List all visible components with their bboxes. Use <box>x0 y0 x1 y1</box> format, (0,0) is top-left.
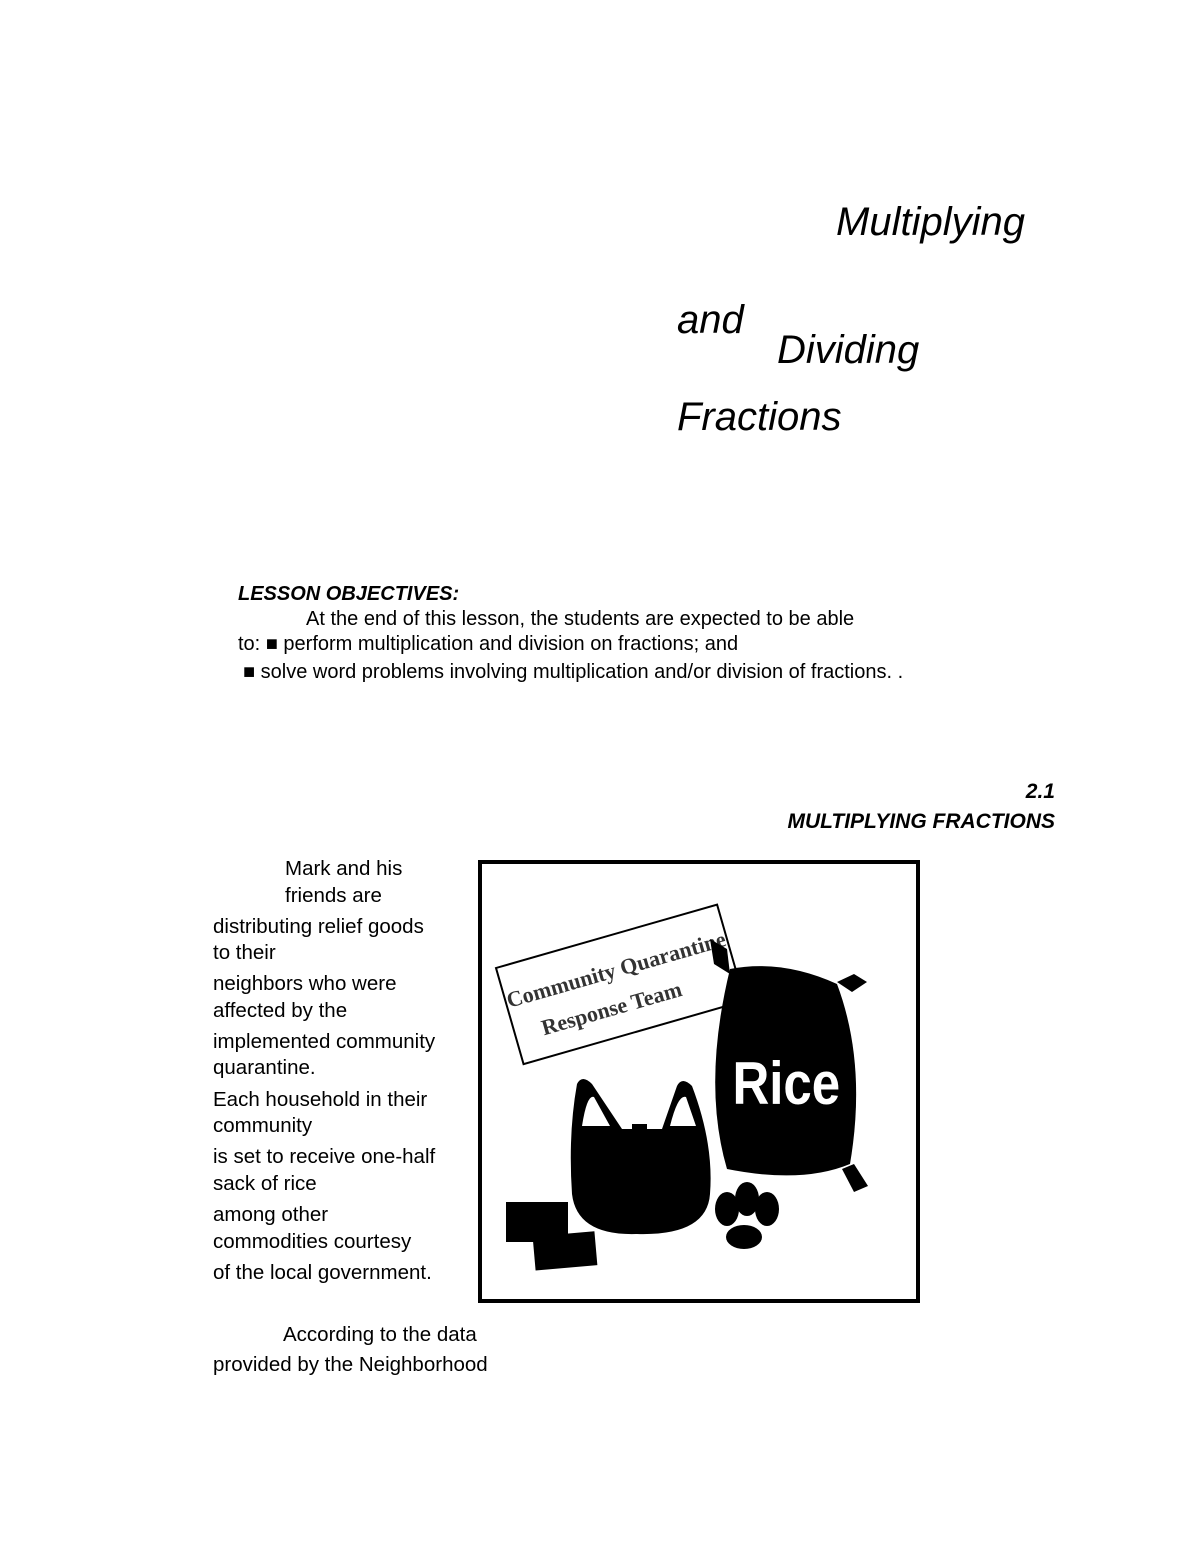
eggs-icon <box>715 1182 779 1249</box>
body-line: According to the data <box>283 1323 477 1346</box>
rice-sack-icon: Rice <box>710 939 868 1192</box>
title-line-3: Fractions <box>677 395 842 439</box>
body-line: friends are <box>285 884 382 907</box>
objectives-intro: At the end of this lesson, the students … <box>306 608 855 630</box>
body-line: implemented community <box>213 1030 436 1053</box>
body-line: to their <box>213 941 276 964</box>
title-line-2a: and <box>677 298 744 342</box>
cloth-icon <box>506 1202 598 1271</box>
body-line: neighbors who were <box>213 972 397 995</box>
body-line: of the local government. <box>213 1261 432 1284</box>
title-line-2b: Dividing <box>777 328 920 372</box>
body-line: commodities courtesy <box>213 1230 412 1253</box>
body-line: is set to receive one-half <box>213 1145 436 1168</box>
body-line: provided by the Neighborhood <box>213 1353 488 1376</box>
objective-item-2: ■ solve word problems involving multipli… <box>243 661 904 683</box>
relief-goods-illustration: Community Quarantine Response Team Rice <box>478 860 920 1303</box>
section-number: 2.1 <box>1025 780 1055 803</box>
grocery-bag-icon <box>570 1079 711 1235</box>
body-line: affected by the <box>213 999 348 1022</box>
body-line: sack of rice <box>213 1172 317 1195</box>
body-line: community <box>213 1114 313 1137</box>
objective-item-1: to: ■ perform multiplication and divisio… <box>238 633 739 655</box>
relief-goods-drawing: Community Quarantine Response Team Rice <box>494 903 868 1271</box>
title-line-1: Multiplying <box>836 200 1025 244</box>
body-line: among other <box>213 1203 329 1226</box>
sign-icon: Community Quarantine Response Team <box>494 903 746 1066</box>
body-line: Each household in their <box>213 1088 428 1111</box>
section-title: MULTIPLYING FRACTIONS <box>787 810 1055 833</box>
body-line: distributing relief goods <box>213 915 424 938</box>
objectives-heading: LESSON OBJECTIVES: <box>238 583 460 605</box>
body-line: Mark and his <box>285 857 403 880</box>
body-line: quarantine. <box>213 1056 316 1079</box>
sack-label: Rice <box>732 1050 840 1117</box>
